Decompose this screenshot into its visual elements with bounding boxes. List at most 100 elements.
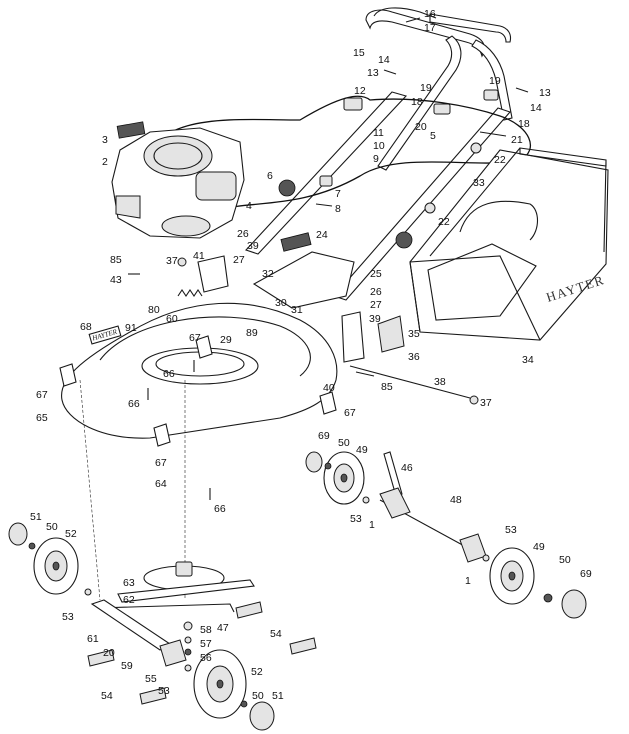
bolt-13b: [515, 87, 529, 93]
upper-handle-bar: [365, 9, 486, 58]
rear-left-wheel-49: [323, 451, 365, 505]
callout-c37a: 37: [166, 255, 178, 267]
callout-c41: 41: [193, 250, 205, 262]
callout-c25: 25: [370, 268, 382, 280]
catcher-frame: [429, 147, 607, 257]
callout-c48: 48: [450, 494, 462, 506]
callout-c10: 10: [373, 140, 385, 152]
washer-53d: [184, 664, 192, 672]
handle-clamp-18: [483, 89, 499, 101]
callout-c18a: 18: [411, 96, 423, 108]
handle-lever-7: [319, 175, 333, 187]
callout-c66a: 66: [163, 368, 175, 380]
nut-56: [184, 648, 192, 656]
callout-c7: 7: [335, 188, 341, 200]
rear-right-wheel-49: [489, 547, 535, 605]
catcher-inner-frame: [427, 243, 537, 321]
callout-c40: 40: [323, 382, 335, 394]
blade-bolt-58: [183, 621, 193, 631]
callout-c49a: 49: [356, 444, 368, 456]
callout-c67a: 67: [189, 332, 201, 344]
callout-c52b: 52: [251, 666, 263, 678]
callout-c67d: 67: [155, 457, 167, 469]
callout-c14b: 14: [530, 102, 542, 114]
callout-c20b: 20: [103, 647, 115, 659]
callout-c61: 61: [87, 633, 99, 645]
callout-c89: 89: [246, 327, 258, 339]
engine-muffler: [115, 195, 141, 219]
wheel-clip-67d: [195, 335, 213, 359]
hubcap-69b: [561, 589, 587, 619]
cap-37-left: [177, 257, 187, 267]
wheels: [8, 451, 587, 731]
upper-handle-right-tube: [471, 39, 513, 121]
washer-53c: [84, 588, 92, 596]
callout-c53b: 53: [505, 524, 517, 536]
callout-c37b: 37: [480, 397, 492, 409]
callout-c85b: 85: [381, 381, 393, 393]
callout-c15: 15: [353, 47, 365, 59]
height-adjusters: [87, 451, 487, 705]
bolt-16: [405, 17, 421, 23]
lower-handle-left-bar: [245, 91, 408, 255]
callout-c5: 5: [430, 130, 436, 142]
callout-c53d: 53: [158, 685, 170, 697]
clip-54d: [139, 687, 167, 705]
callout-c53c: 53: [62, 611, 74, 623]
callout-c3: 3: [102, 134, 108, 146]
bracket-41: [197, 255, 229, 293]
rear-plate-32: [252, 251, 355, 309]
callout-c67b: 67: [36, 389, 48, 401]
hubcap-51a: [8, 522, 28, 546]
wheel-clip-67c: [153, 423, 171, 447]
callout-c69a: 69: [318, 430, 330, 442]
part-callouts: 1617151413191819131412205182122111093267…: [30, 8, 592, 702]
callout-c19b: 19: [489, 75, 501, 87]
handle-mount-parts: [128, 232, 479, 405]
engine-fan-grille: [153, 142, 203, 170]
callout-c50c: 50: [559, 554, 571, 566]
front-right-wheel-52: [193, 649, 247, 719]
callout-c68: 68: [80, 321, 92, 333]
engine-crank-housing: [161, 215, 211, 237]
operator-bail-bar: [373, 7, 437, 19]
callout-c38: 38: [434, 376, 446, 388]
callout-c67c: 67: [344, 407, 356, 419]
callout-c29: 29: [220, 334, 232, 346]
height-lever-46: [383, 451, 403, 497]
clip-54b: [289, 637, 317, 655]
axle-cap-37: [469, 395, 479, 405]
callout-c32: 32: [262, 268, 274, 280]
handle-crossbar-top: [429, 13, 512, 43]
adjuster-55: [159, 639, 187, 667]
callout-c66c: 66: [214, 503, 226, 515]
height-lever-bracket-35: [377, 315, 405, 353]
callout-c9: 9: [373, 153, 379, 165]
callout-c17: 17: [424, 22, 436, 34]
upper-handle-left-tube: [377, 35, 462, 171]
callout-c43: 43: [110, 274, 122, 286]
callout-c50d: 50: [252, 690, 264, 702]
callout-c65: 65: [36, 412, 48, 424]
callout-c24: 24: [316, 229, 328, 241]
callout-c47: 47: [217, 622, 229, 634]
callout-c19a: 19: [420, 82, 432, 94]
bracket-39: [341, 311, 365, 363]
callout-c50b: 50: [46, 521, 58, 533]
callout-c27a: 27: [233, 254, 245, 266]
callout-c35: 35: [408, 328, 420, 340]
bolt-21: [479, 131, 507, 137]
bolt-8: [315, 203, 333, 207]
callout-c33: 33: [473, 177, 485, 189]
blade-62: [117, 579, 255, 603]
handle-clamp-right: [433, 103, 451, 115]
callout-c36: 36: [408, 351, 420, 363]
callout-c60: 60: [166, 313, 178, 325]
callout-c1a: 1: [369, 519, 375, 531]
clip-54a: [235, 601, 263, 619]
nut-50d: [240, 700, 248, 708]
engine-air-filter: [195, 171, 237, 201]
deck-body-65: [61, 302, 338, 439]
nut-50a: [324, 462, 332, 470]
